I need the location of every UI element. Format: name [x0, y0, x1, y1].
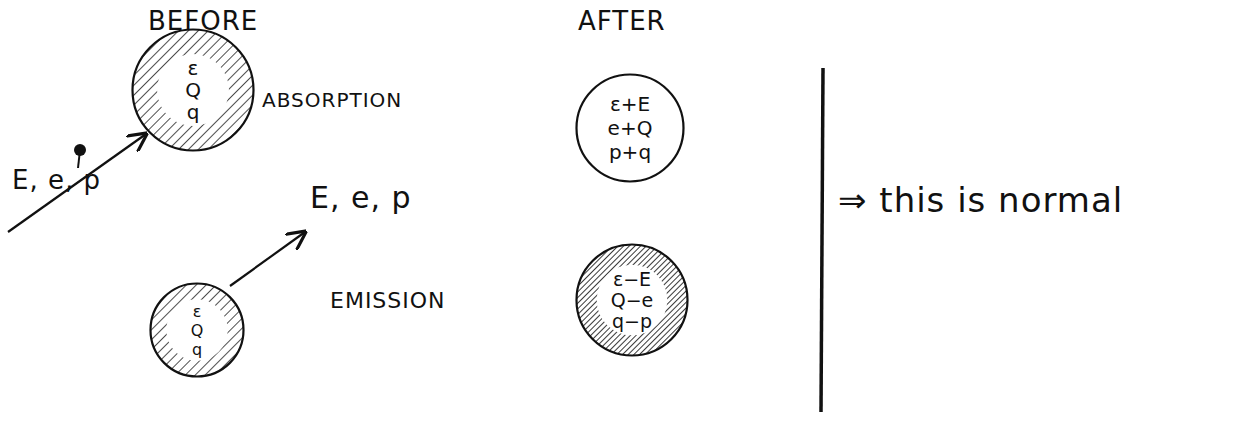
quantity-text: q [192, 340, 202, 359]
quantity-text: ε [193, 302, 202, 321]
circle-shape [577, 75, 684, 182]
circle-core [157, 54, 229, 126]
circle-shape [151, 284, 244, 377]
circle-shape [577, 245, 688, 356]
quantity-text: q [187, 101, 200, 123]
incoming-arrow [8, 134, 146, 232]
column-heading: AFTER [578, 6, 666, 36]
quantity-text: ε+E [610, 92, 650, 116]
circle-core [597, 265, 668, 336]
column-heading: BEFORE [148, 6, 258, 36]
text-stack: ε+Ee+Qp+q [575, 73, 685, 183]
body-circle: ε−EQ−eq−p [575, 243, 689, 357]
circle-core [166, 299, 227, 360]
quantity-text: q−p [612, 311, 652, 332]
divider-bar [821, 68, 823, 412]
text-stack: εQq [131, 28, 255, 152]
process-label: ABSORPTION [262, 88, 402, 112]
quantity-text: ε [188, 57, 199, 79]
quantity-text: p+q [609, 140, 651, 164]
particle-label: E, e, p [12, 165, 101, 195]
text-stack: ε−EQ−eq−p [575, 243, 689, 357]
quantity-text: Q [185, 79, 201, 101]
process-label: EMISSION [330, 288, 446, 313]
quantity-text: ε−E [613, 269, 651, 290]
body-circle: εQq [149, 282, 245, 378]
quantity-text: Q [191, 321, 204, 340]
circle-shape [133, 30, 254, 151]
quantity-text: e+Q [608, 116, 653, 140]
body-circle: εQq [131, 28, 255, 152]
conclusion-note: ⇒ this is normal [838, 180, 1123, 220]
particle-label: E, e, p [310, 180, 412, 215]
quantity-text: Q−e [611, 290, 654, 311]
outgoing-arrow [230, 232, 305, 286]
text-stack: εQq [149, 282, 245, 378]
body-circle: ε+Ee+Qp+q [575, 73, 685, 183]
